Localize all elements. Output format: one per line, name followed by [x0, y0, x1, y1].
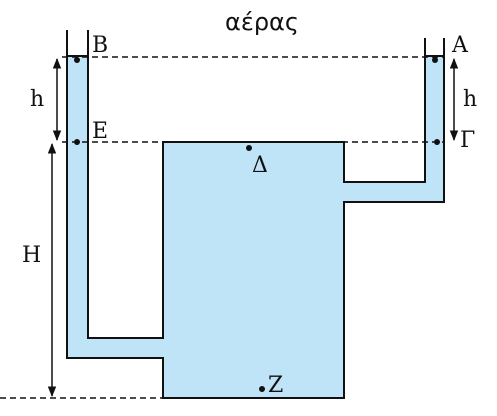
label-point-e: Ε: [92, 119, 108, 144]
label-point-z: Ζ: [268, 373, 283, 398]
label-point-g: Γ: [460, 128, 475, 153]
fluid-region: [66, 55, 445, 399]
point-g-dot: [434, 139, 440, 145]
label-point-a: Α: [451, 33, 469, 58]
label-h-left: h: [30, 87, 44, 112]
label-h-right: h: [463, 87, 477, 112]
label-point-b: Β: [92, 33, 108, 58]
point-b-dot: [74, 57, 80, 63]
point-a-dot: [432, 57, 438, 63]
label-H: Η: [22, 243, 41, 268]
point-e-dot: [74, 139, 80, 145]
point-d-dot: [246, 145, 252, 151]
label-point-d: Δ: [252, 153, 268, 178]
point-z-dot: [259, 386, 265, 392]
diagram-title: αέρας: [225, 8, 299, 36]
